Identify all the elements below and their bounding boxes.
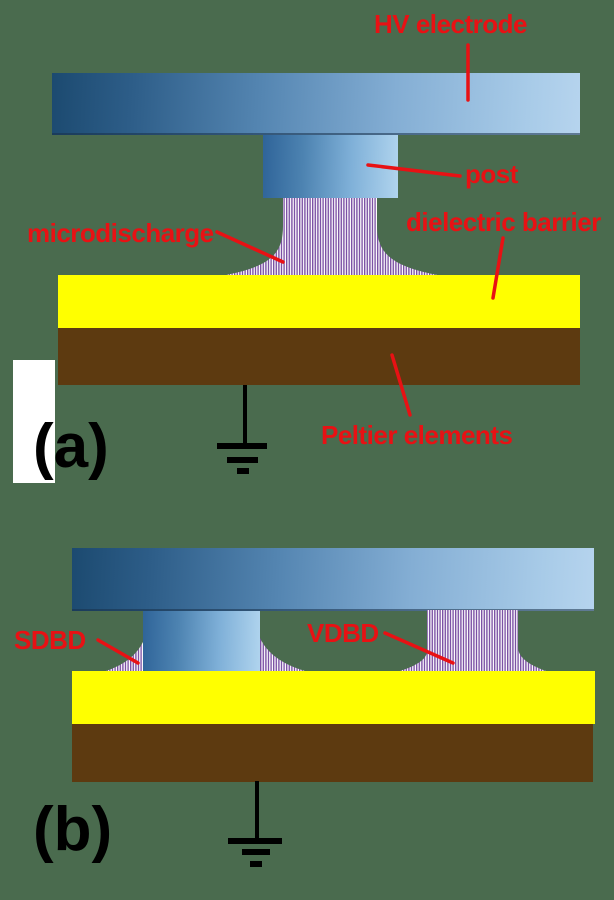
sdbd-discharge-right-shape: [260, 638, 312, 673]
peltier-elements-layer-b: [72, 724, 593, 782]
sdbd-pointer-line: [96, 638, 140, 665]
panel-b-letter: (b): [33, 795, 113, 864]
post-label: post: [465, 159, 518, 189]
microdischarge-pointer-line: [215, 230, 285, 264]
microdischarge-label: microdischarge: [27, 218, 214, 248]
sdbd-label: SDBD: [14, 625, 86, 655]
peltier-elements-layer-a: [58, 328, 580, 385]
peltier-elements-label: Peltier elements: [321, 420, 513, 450]
dielectric-barrier-layer-b: [72, 671, 595, 724]
vdbd-discharge-shape: [393, 610, 552, 673]
panel-a-letter: (a): [33, 412, 109, 481]
white-highlight-rect: [13, 360, 55, 483]
hv-electrode-label: HV electrode: [374, 9, 527, 39]
dielectric-barrier-layer-a: [58, 275, 580, 328]
ground-symbol-icon-a: [217, 385, 267, 475]
hv-electrode-plate-a: [52, 73, 580, 135]
hv-electrode-plate-b: [72, 548, 594, 611]
ground-symbol-icon-b: [228, 781, 282, 867]
dielectric-barrier-label: dielectric barrier: [406, 207, 601, 237]
post-block-b: [143, 611, 260, 672]
sdbd-discharge-left-shape: [100, 642, 143, 673]
vdbd-pointer-line: [383, 631, 455, 665]
post-block-a: [263, 135, 398, 198]
vdbd-label: VDBD: [307, 618, 379, 648]
